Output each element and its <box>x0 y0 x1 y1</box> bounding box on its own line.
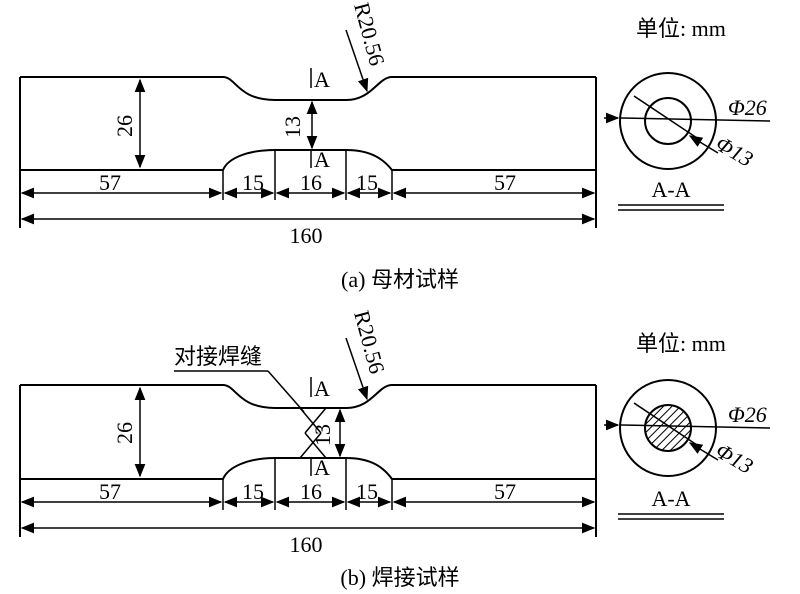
dim-label-taper-left: 15 <box>242 170 264 195</box>
section-inner-circle <box>644 97 692 145</box>
specimen-outline-top <box>20 384 596 409</box>
diameter-inner-arrow <box>688 135 719 154</box>
dim-label-total: 160 <box>290 223 323 248</box>
dim-label-taper-right: 15 <box>356 479 378 504</box>
section-title: A-A <box>651 486 690 511</box>
dim-label-left: 57 <box>99 170 121 195</box>
radius-leader <box>345 29 369 93</box>
unit-label: 单位: mm <box>636 331 726 356</box>
outer-diameter-label: Φ26 <box>728 95 767 120</box>
inner-diameter-label: Φ13 <box>712 131 758 172</box>
dim-label-left: 57 <box>99 479 121 504</box>
diameter-leader-inner <box>633 95 701 141</box>
dim-label-center: 16 <box>300 479 322 504</box>
dim-label-total: 160 <box>290 532 323 557</box>
unit-label: 单位: mm <box>636 16 726 41</box>
radius-leader <box>345 337 369 401</box>
dim-label-taper-right: 15 <box>356 170 378 195</box>
section-inner-circle-hatched <box>644 404 692 452</box>
section-outer-circle <box>619 72 717 170</box>
section-title: A-A <box>651 177 690 202</box>
section-mark-label-bottom: A <box>314 455 330 480</box>
specimen-outline-top <box>20 76 596 101</box>
dim-label-height-neck: 13 <box>310 424 335 446</box>
figure-a: A A 26 13 R20.56 57 15 16 15 57 160 单位: … <box>19 0 771 292</box>
figure-b: 对接焊缝 A A 26 13 R20.56 57 15 16 15 57 <box>19 308 771 590</box>
section-mark-label-bottom: A <box>314 147 330 172</box>
caption: (b) 焊接试样 <box>340 565 459 590</box>
specimen-outline-bottom <box>20 457 596 480</box>
diameter-leader-inner <box>633 402 701 448</box>
diameter-inner-arrow <box>688 442 719 461</box>
diameter-leader-outer <box>620 117 771 122</box>
section-mark-label-top: A <box>314 67 330 92</box>
dim-label-taper-left: 15 <box>242 479 264 504</box>
diameter-leader-outer <box>620 424 771 429</box>
dim-label-height-full: 26 <box>112 115 137 137</box>
dim-label-right: 57 <box>494 170 516 195</box>
weld-label: 对接焊缝 <box>174 344 262 369</box>
dim-label-height-neck: 13 <box>280 116 305 138</box>
weld-leader <box>267 370 305 413</box>
section-mark-label-top: A <box>314 376 330 401</box>
dim-label-height-full: 26 <box>112 422 137 444</box>
section-outer-circle <box>619 379 717 477</box>
dim-label-right: 57 <box>494 479 516 504</box>
caption: (a) 母材试样 <box>341 267 459 292</box>
inner-diameter-label: Φ13 <box>712 438 758 479</box>
dim-label-center: 16 <box>300 170 322 195</box>
outer-diameter-label: Φ26 <box>728 402 767 427</box>
specimen-outline-bottom <box>20 149 596 171</box>
